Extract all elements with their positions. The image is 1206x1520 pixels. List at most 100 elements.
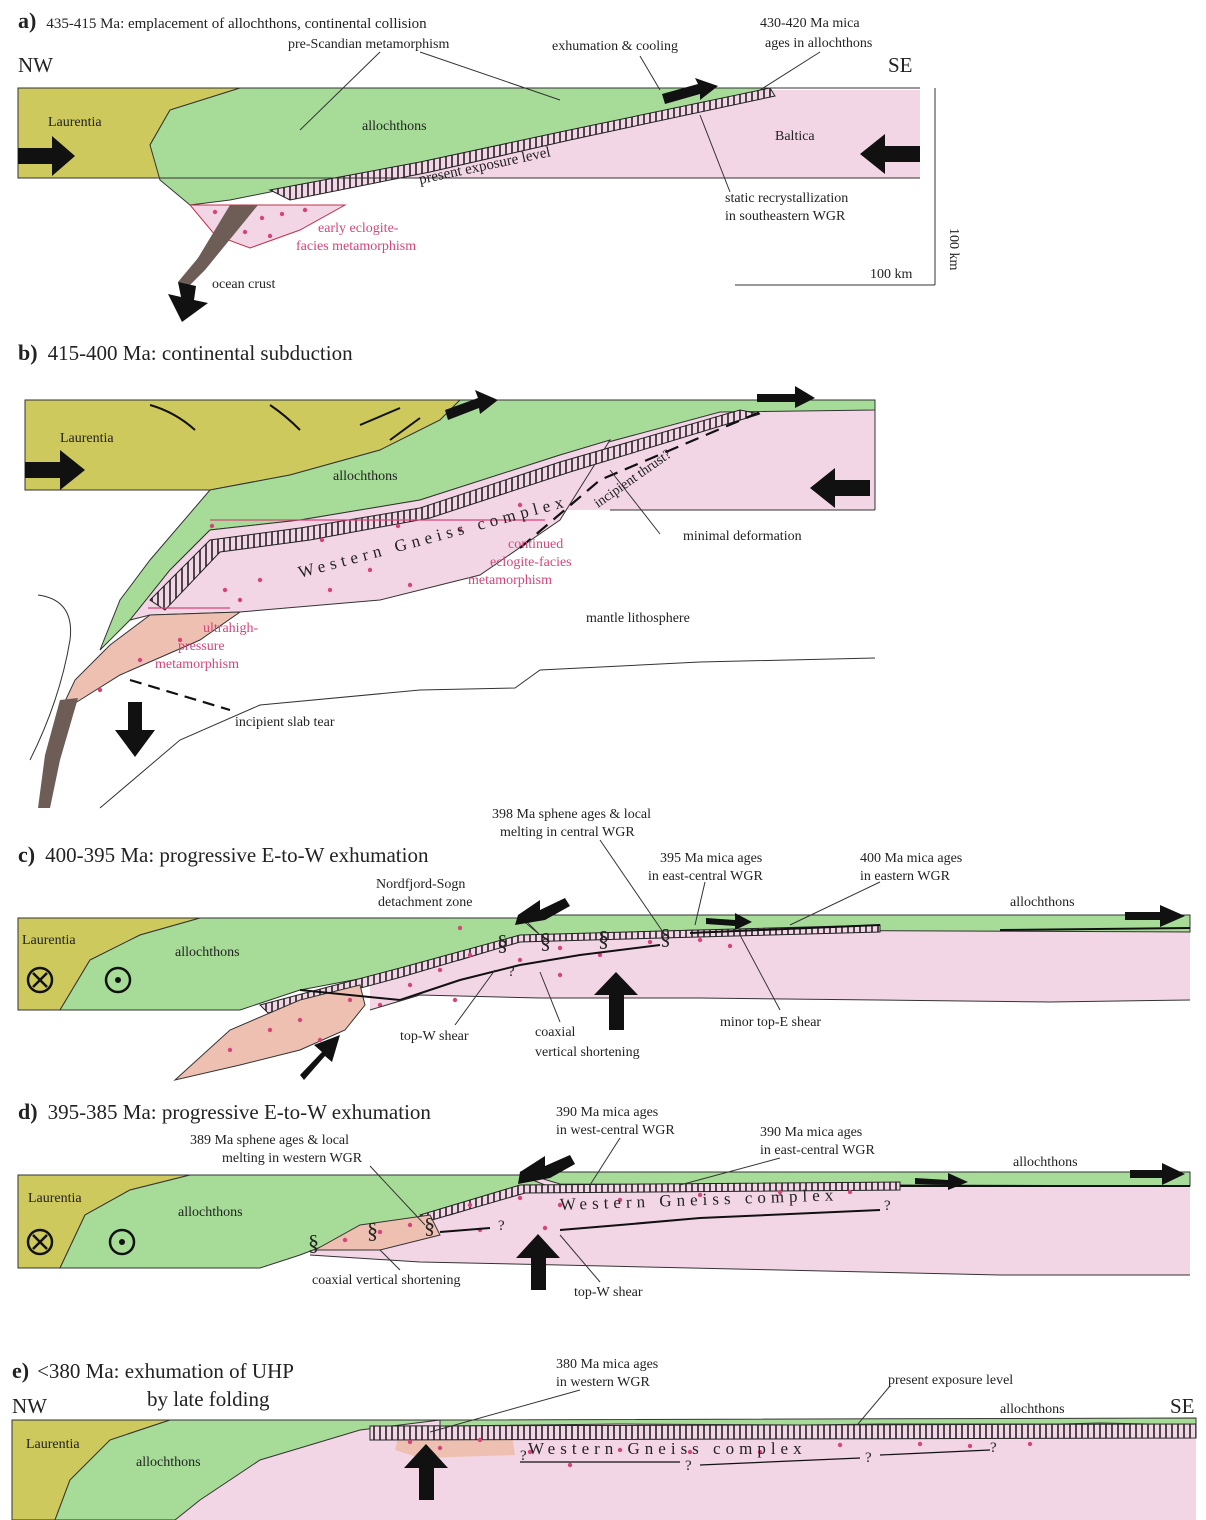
- slab-tear-label: incipient slab tear: [235, 715, 335, 730]
- panel-d-title: 395-385 Ma: progressive E-to-W exhumatio…: [48, 1100, 432, 1124]
- allochthons-label: allochthons: [362, 119, 427, 134]
- coaxial-label-1: coaxial: [535, 1025, 576, 1040]
- present-exposure-label: present exposure level: [888, 1373, 1013, 1388]
- svg-text:b) 415-400 Ma: continent: b) 415-400 Ma: continental subduction: [18, 340, 353, 365]
- mica390w-label-2: in west-central WGR: [556, 1123, 675, 1138]
- panel-e: e) <380 Ma: exhumation of UHP by late fo…: [12, 1357, 1196, 1520]
- ocean-crust: [38, 698, 78, 808]
- down-arrow: [115, 702, 155, 757]
- laurentia-label: Laurentia: [22, 933, 76, 948]
- svg-text:§: §: [540, 928, 551, 953]
- scale-vertical: 100 km: [946, 228, 961, 271]
- uhp-label-3: metamorphism: [155, 657, 239, 672]
- top-w-shear-label: top-W shear: [400, 1029, 469, 1044]
- se-label: SE: [888, 53, 913, 77]
- panel-e-letter: e): [12, 1358, 29, 1383]
- allochthons-right-label: allochthons: [1013, 1155, 1078, 1170]
- sphene-label-1: 389 Ma sphene ages & local: [190, 1133, 349, 1148]
- wgc-label: Western Gneiss complex: [528, 1439, 807, 1458]
- laurentia-label: Laurentia: [26, 1437, 80, 1452]
- exposure-level-hatch: [370, 1424, 1196, 1440]
- eclogite-label-2: facies metamorphism: [296, 239, 416, 254]
- svg-text:§: §: [367, 1218, 378, 1243]
- mantle-boundary: [100, 658, 875, 808]
- svg-text:e) <380 Ma: exhumation o: e) <380 Ma: exhumation of UHP: [12, 1358, 294, 1383]
- laurentia-label: Laurentia: [48, 115, 102, 130]
- mica-ages-label-1: 430-420 Ma mica: [760, 16, 860, 31]
- question-mark-1: ?: [520, 1448, 527, 1464]
- laurentia-label: Laurentia: [28, 1191, 82, 1206]
- panel-a-title: 435-415 Ma: emplacement of allochthons, …: [46, 16, 427, 32]
- mica380-label-1: 380 Ma mica ages: [556, 1357, 658, 1372]
- sphene-label-2: melting in western WGR: [222, 1151, 363, 1166]
- question-mark-4: ?: [990, 1440, 997, 1456]
- panel-b-title: 415-400 Ma: continental subduction: [48, 341, 354, 365]
- se-label: SE: [1170, 1394, 1195, 1418]
- allochthons-label: allochthons: [178, 1205, 243, 1220]
- continued-label-2: eclogite-facies: [490, 555, 572, 570]
- sphene-label-1: 398 Ma sphene ages & local: [492, 807, 651, 822]
- svg-text:c) 400-395 Ma: progressi: c) 400-395 Ma: progressive E-to-W exhuma…: [18, 842, 429, 867]
- panel-a: a) 435-415 Ma: emplacement of allochthon…: [18, 8, 961, 322]
- baltica-label: Baltica: [775, 129, 815, 144]
- question-mark-1: ?: [498, 1218, 505, 1234]
- mantle-label: mantle lithosphere: [586, 611, 690, 626]
- top-w-shear-label: top-W shear: [574, 1285, 643, 1300]
- nw-label: NW: [18, 53, 53, 77]
- nw-label: NW: [12, 1394, 47, 1418]
- minor-top-e-label: minor top-E shear: [720, 1015, 821, 1030]
- allochthons-right-label: allochthons: [1000, 1402, 1065, 1417]
- mica-ages-label-2: ages in allochthons: [765, 36, 872, 51]
- continued-label-3: metamorphism: [468, 573, 552, 588]
- coaxial-label: coaxial vertical shortening: [312, 1273, 461, 1288]
- pre-scandian-label: pre-Scandian metamorphism: [288, 37, 449, 52]
- mica400-label-2: in eastern WGR: [860, 869, 951, 884]
- mica390w-label-1: 390 Ma mica ages: [556, 1105, 658, 1120]
- svg-text:d) 395-385 Ma: progressi: d) 395-385 Ma: progressive E-to-W exhuma…: [18, 1099, 431, 1124]
- panel-b-letter: b): [18, 340, 38, 365]
- mica380-label-2: in western WGR: [556, 1375, 650, 1390]
- panel-d: d) 395-385 Ma: progressive E-to-W exhuma…: [18, 1099, 1190, 1300]
- panel-c: c) 400-395 Ma: progressive E-to-W exhuma…: [18, 807, 1190, 1080]
- coaxial-label-2: vertical shortening: [535, 1045, 640, 1060]
- panel-c-title: 400-395 Ma: progressive E-to-W exhumatio…: [45, 843, 429, 867]
- nordfjord-label-1: Nordfjord-Sogn: [376, 877, 465, 892]
- scale-horizontal: 100 km: [870, 267, 913, 282]
- mica395-label-1: 395 Ma mica ages: [660, 851, 762, 866]
- question-mark-2: ?: [685, 1458, 692, 1474]
- continued-label-1: continued: [508, 537, 563, 552]
- allochthons-right-label: allochthons: [1010, 895, 1075, 910]
- ocean-crust-label: ocean crust: [212, 277, 275, 292]
- mica390e-label-2: in east-central WGR: [760, 1143, 875, 1158]
- question-mark-2: ?: [884, 1198, 891, 1214]
- panel-e-title-2: by late folding: [147, 1387, 270, 1411]
- sphene-label-2: melting in central WGR: [500, 825, 635, 840]
- nordfjord-label-2: detachment zone: [378, 895, 472, 910]
- uhp-label-1: ultrahigh-: [203, 621, 259, 636]
- svg-text:a) 435-415 Ma: emplaceme: a) 435-415 Ma: emplacement of allochthon…: [18, 8, 427, 33]
- mica395-label-2: in east-central WGR: [648, 869, 763, 884]
- question-mark: ?: [508, 964, 515, 980]
- svg-text:§: §: [660, 924, 671, 949]
- eclogite-label-1: early eclogite-: [318, 221, 399, 236]
- mica400-label-1: 400 Ma mica ages: [860, 851, 962, 866]
- panel-b: b) 415-400 Ma: continental subduction: [18, 340, 875, 808]
- svg-text:§: §: [308, 1230, 319, 1255]
- allochthons-label: allochthons: [333, 469, 398, 484]
- static-recryst-label-2: in southeastern WGR: [725, 209, 846, 224]
- down-arrow: [168, 282, 208, 322]
- slab-tear-line: [130, 680, 230, 710]
- laurentia-label: Laurentia: [60, 431, 114, 446]
- allochthons-label: allochthons: [175, 945, 240, 960]
- uhp-label-2: pressure: [178, 639, 225, 654]
- static-recryst-label-1: static recrystallization: [725, 191, 848, 206]
- panel-d-letter: d): [18, 1099, 38, 1124]
- mica390e-label-1: 390 Ma mica ages: [760, 1125, 862, 1140]
- svg-text:§: §: [424, 1213, 435, 1238]
- question-mark-3: ?: [865, 1450, 872, 1466]
- panel-c-letter: c): [18, 842, 35, 867]
- panel-e-title-1: <380 Ma: exhumation of UHP: [37, 1359, 294, 1383]
- svg-text:§: §: [598, 926, 609, 951]
- panel-a-letter: a): [18, 8, 36, 33]
